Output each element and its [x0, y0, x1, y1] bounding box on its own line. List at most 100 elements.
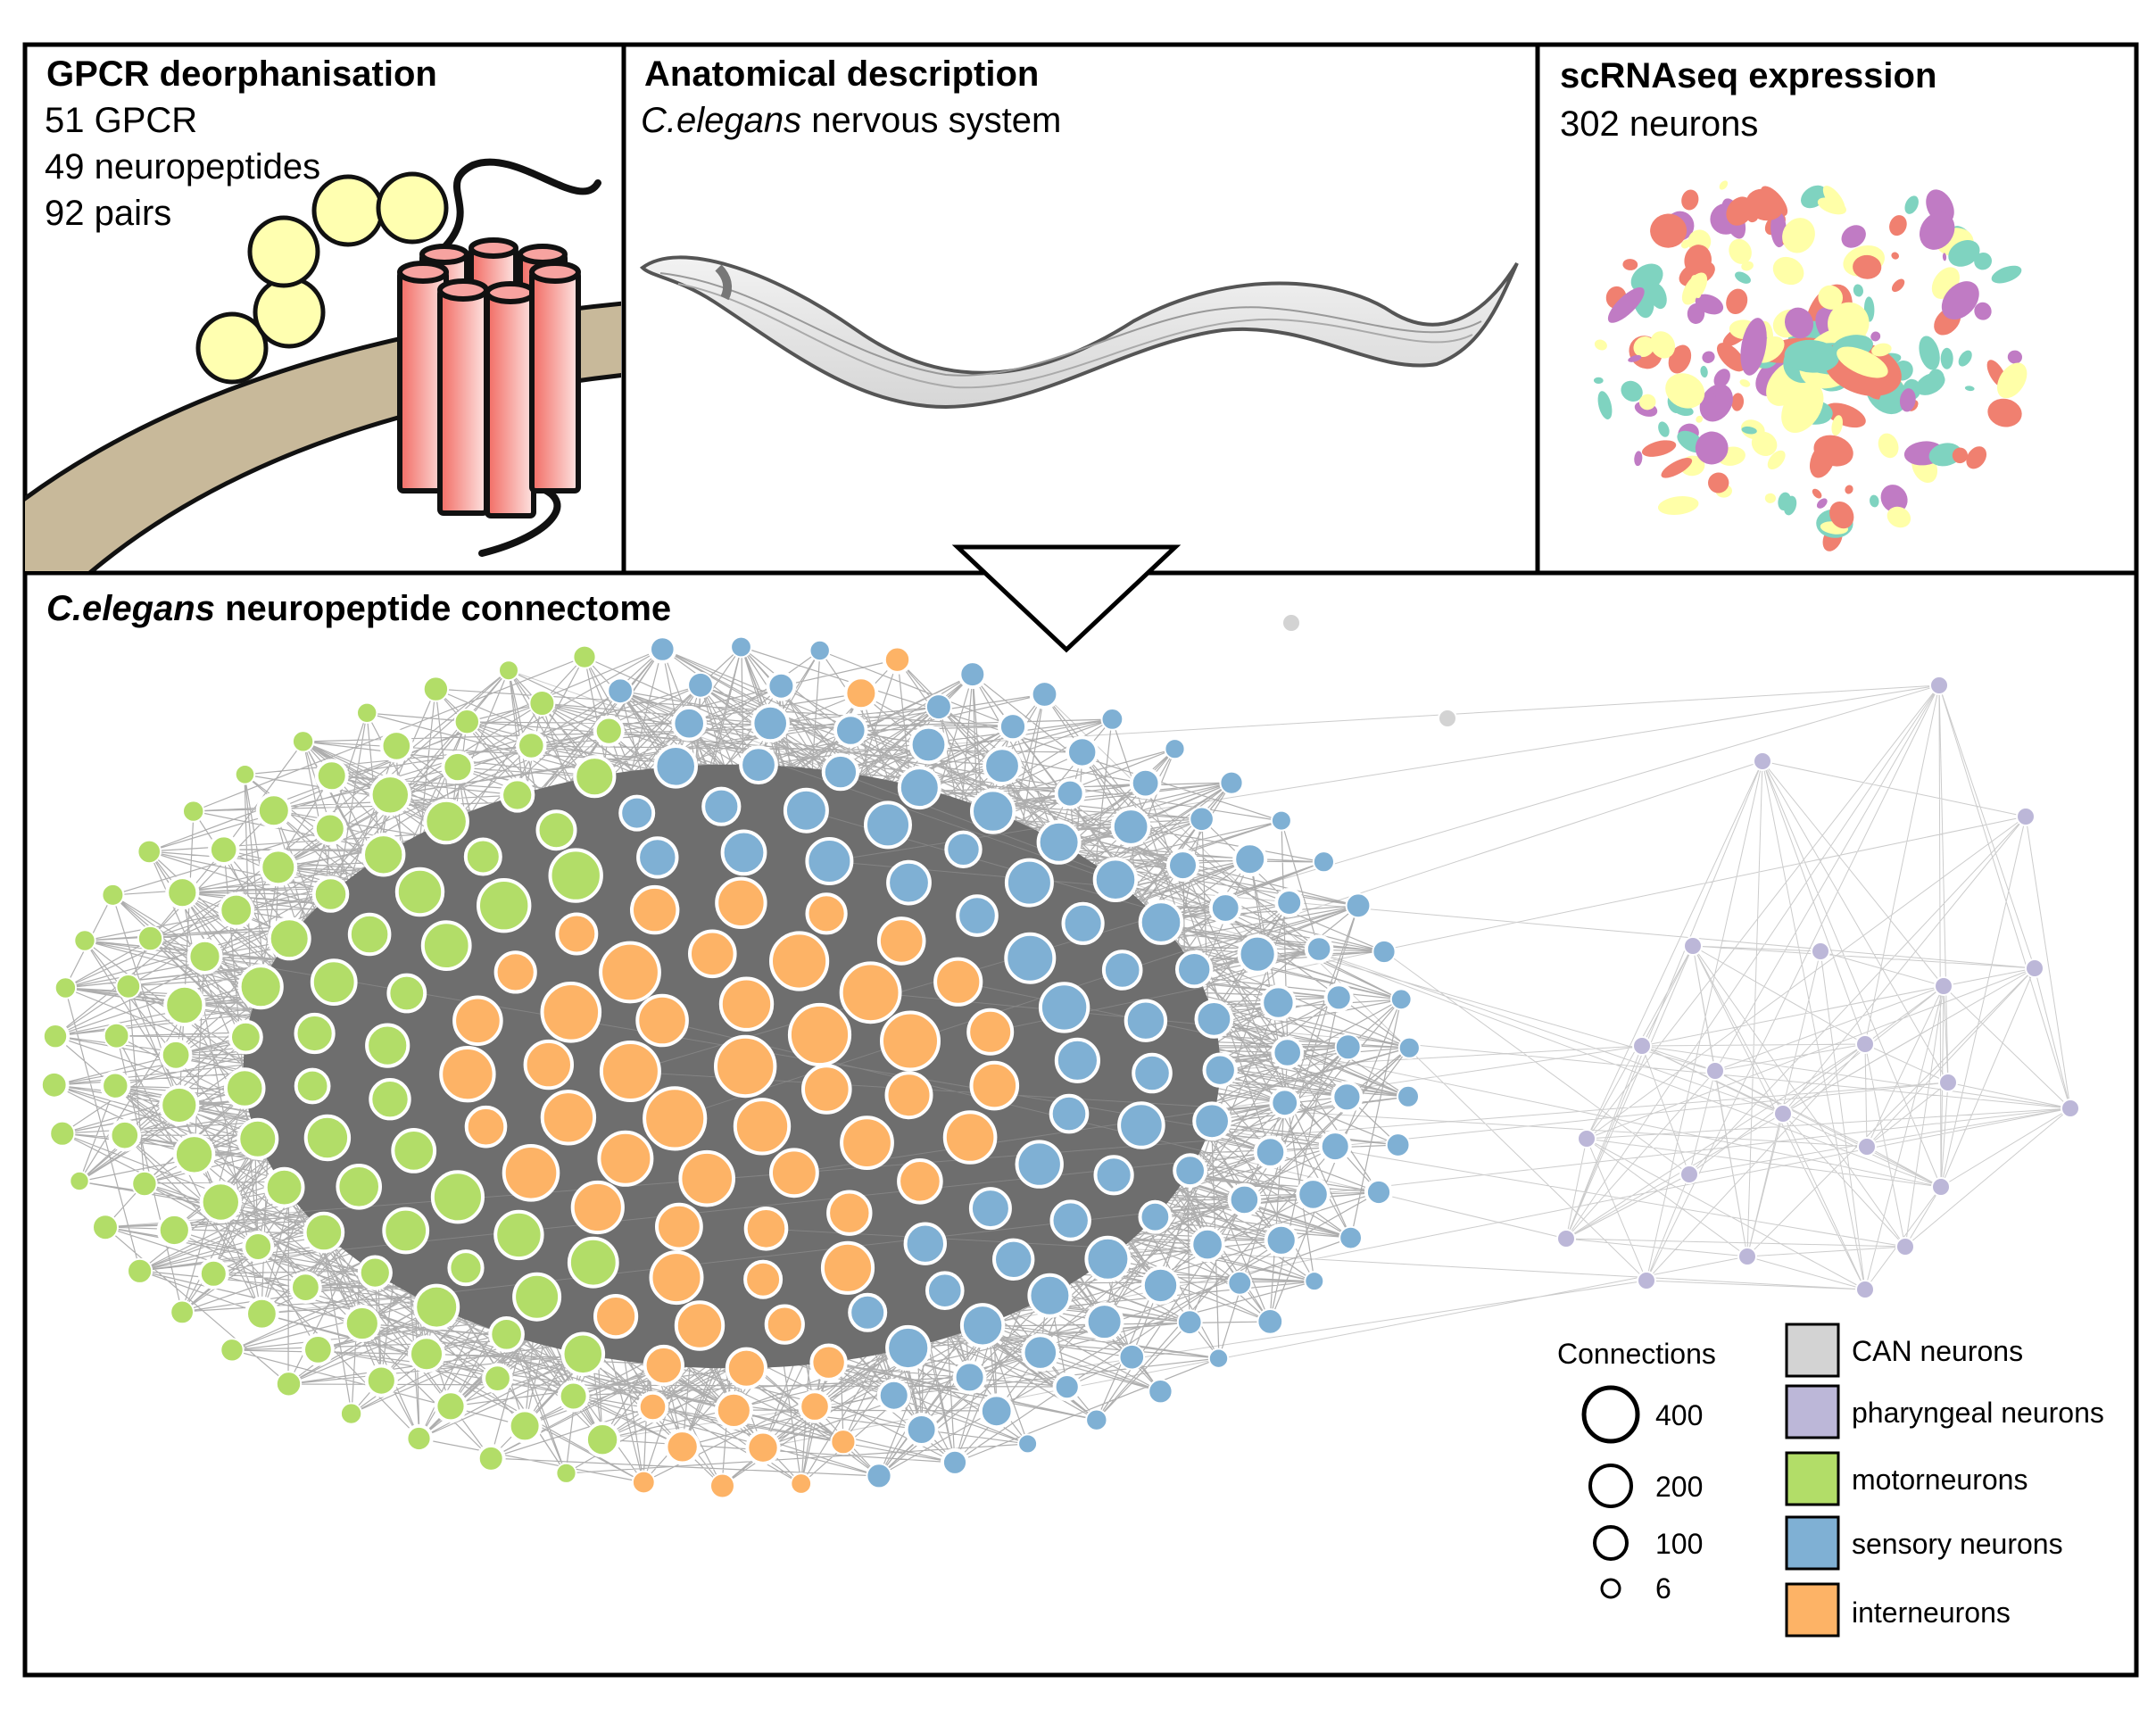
- network-node: [1101, 950, 1143, 991]
- network-node: [1929, 676, 1949, 695]
- network-nodes: [38, 613, 2080, 1499]
- network-node: [236, 1117, 279, 1160]
- network-node: [523, 1039, 574, 1091]
- network-node: [493, 950, 537, 994]
- legend-label-motor: motorneurons: [1852, 1464, 2027, 1496]
- network-node: [790, 1472, 813, 1495]
- network-node: [830, 1429, 857, 1455]
- network-node: [820, 1240, 875, 1295]
- umap-cluster: [1822, 186, 1845, 213]
- network-node: [848, 1292, 888, 1332]
- network-node: [725, 1347, 768, 1389]
- network-node: [1124, 999, 1168, 1042]
- legend-label-can: CAN neurons: [1852, 1335, 2023, 1367]
- network-node: [769, 931, 830, 991]
- network-node: [908, 725, 949, 765]
- network-node: [312, 811, 347, 846]
- network-node: [493, 1209, 544, 1261]
- network-node: [500, 777, 535, 813]
- network-node: [502, 1144, 560, 1202]
- network-node: [1054, 1037, 1101, 1083]
- network-node: [73, 929, 96, 952]
- network-node: [512, 1272, 562, 1322]
- umap-cluster: [1853, 284, 1863, 297]
- network-node: [302, 1333, 335, 1366]
- anatomy-title: Anatomical description: [644, 54, 1039, 94]
- network-node: [1339, 1225, 1363, 1250]
- umap-cluster: [1633, 336, 1654, 358]
- network-node: [447, 1249, 485, 1287]
- network-node: [648, 634, 677, 664]
- legend-swatch-inter: [1785, 1582, 1840, 1638]
- connectome-panel: C.elegans neuropeptide connectome: [38, 589, 2080, 1499]
- network-node: [357, 1255, 393, 1290]
- legend-swatch-can: [1785, 1323, 1840, 1378]
- gpcr-title: GPCR deorphanisation: [46, 54, 437, 94]
- network-node: [38, 1069, 70, 1100]
- network-node: [49, 1120, 76, 1147]
- network-node: [1194, 999, 1234, 1039]
- network-node: [678, 1149, 736, 1207]
- umap-cluster: [1696, 415, 1704, 423]
- umap-cluster: [1904, 195, 1919, 214]
- network-node: [969, 1060, 1020, 1111]
- network-node: [714, 1034, 777, 1099]
- gpcr-line-3: 92 pairs: [45, 194, 171, 233]
- network-node: [555, 912, 599, 956]
- network-node: [1364, 1177, 1394, 1207]
- umap-cluster: [1782, 218, 1815, 253]
- network-node: [1253, 1135, 1288, 1169]
- network-node: [1189, 806, 1215, 833]
- network-node: [1004, 932, 1057, 984]
- network-node: [482, 1363, 513, 1394]
- network-node: [958, 659, 988, 690]
- network-node: [2061, 1099, 2080, 1118]
- umap-cluster: [1650, 213, 1687, 248]
- network-node: [805, 837, 854, 885]
- network-node: [159, 1084, 200, 1126]
- umap-cluster: [1919, 336, 1940, 370]
- umap-cluster: [1764, 493, 1776, 503]
- network-node: [336, 1164, 383, 1210]
- network-node: [1015, 1140, 1064, 1189]
- gpcr-line-2: 49 neuropeptides: [45, 147, 320, 187]
- network-node: [1084, 1302, 1124, 1342]
- scrna-panel: scRNAseq expression 302 neurons: [1560, 56, 2027, 552]
- connectome-title: C.elegans neuropeptide connectome: [46, 589, 671, 628]
- network-node: [535, 809, 577, 851]
- umap-cluster: [1845, 485, 1853, 494]
- network-node: [805, 892, 848, 935]
- network-node: [165, 875, 200, 910]
- umap-cluster: [1628, 354, 1642, 362]
- network-node: [597, 1130, 654, 1187]
- network-node: [382, 1207, 430, 1255]
- umap-cluster: [1739, 379, 1751, 387]
- umap-cluster: [1767, 450, 1786, 470]
- network-node: [933, 957, 983, 1007]
- network-node: [540, 982, 602, 1043]
- network-node: [1202, 1052, 1238, 1088]
- umap-cluster: [1853, 254, 1882, 279]
- network-node: [294, 1067, 331, 1105]
- umap-cluster: [1889, 215, 1907, 236]
- umap-cluster: [1713, 369, 1730, 388]
- network-node: [1855, 1034, 1875, 1054]
- network-node: [618, 794, 656, 832]
- network-node: [439, 1046, 496, 1103]
- network-node: [289, 1271, 322, 1304]
- network-node: [1100, 708, 1124, 731]
- network-node: [885, 1324, 932, 1372]
- network-node: [743, 1207, 789, 1251]
- network-node: [783, 787, 829, 833]
- umap-cluster: [1658, 421, 1670, 437]
- network-node: [1190, 1226, 1225, 1263]
- network-node: [821, 752, 860, 792]
- umap-cluster: [1818, 285, 1844, 310]
- umap-cluster: [1870, 494, 1879, 508]
- network-node: [1118, 1343, 1146, 1371]
- umap-cluster: [1731, 393, 1745, 411]
- gpcr-line-1: 51 GPCR: [45, 101, 197, 140]
- network-node: [356, 701, 378, 724]
- network-node: [826, 1190, 873, 1236]
- legend-label-pharyngeal: pharyngeal neurons: [1852, 1397, 2104, 1429]
